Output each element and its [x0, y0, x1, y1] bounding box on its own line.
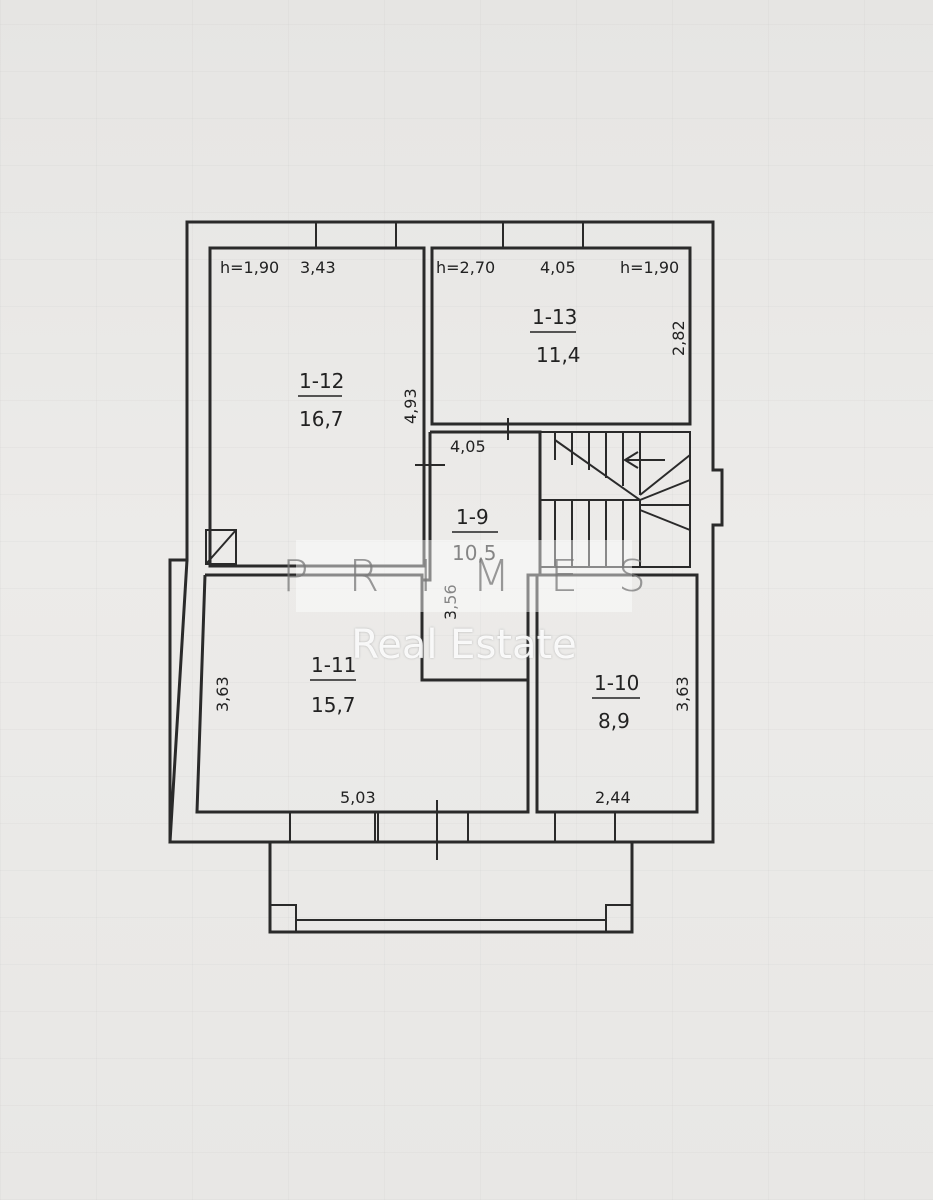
- svg-text:1-12: 1-12: [299, 369, 344, 393]
- stair-arrowhead: [623, 451, 639, 469]
- dim-h-mid: h=2,70: [436, 258, 495, 277]
- watermark-logo: PRIMES: [282, 540, 646, 612]
- dim-w-1-9: 4,05: [450, 437, 486, 456]
- door-bottom: [377, 811, 469, 843]
- window-bottom-right: [554, 811, 616, 843]
- balcony-post-left: [269, 904, 297, 933]
- dim-w-1-13: 4,05: [540, 258, 576, 277]
- room-1-10-outline: [535, 573, 699, 814]
- watermark-subtitle: Real Estate: [351, 622, 577, 668]
- stair-steps: [540, 432, 691, 567]
- dim-1-12-side: 4,93: [401, 388, 420, 424]
- dim-w-1-12: 3,43: [300, 258, 336, 277]
- svg-text:1-10: 1-10: [594, 671, 639, 695]
- svg-text:1-11: 1-11: [311, 653, 356, 677]
- balcony-post-right: [605, 904, 633, 933]
- svg-text:11,4: 11,4: [536, 343, 581, 367]
- chimney-diagonal: [205, 529, 237, 565]
- room-label-1-13: 1-13 11,4: [530, 305, 581, 367]
- dim-h-left: h=1,90: [220, 258, 279, 277]
- chimney: [205, 529, 237, 565]
- room-1-11-outline: [195, 573, 530, 814]
- window-top-right: [502, 221, 584, 249]
- room-label-1-9: 1-9 10,5: [452, 505, 498, 565]
- dim-1-11-side: 3,63: [213, 676, 232, 712]
- outer-wall-left: [168, 222, 189, 842]
- svg-text:10,5: 10,5: [452, 541, 497, 565]
- room-label-1-10: 1-10 8,9: [592, 671, 640, 733]
- window-top-left: [315, 221, 397, 249]
- svg-text:16,7: 16,7: [299, 407, 344, 431]
- dim-h-right: h=1,90: [620, 258, 679, 277]
- dim-1-13-side: 2,82: [669, 320, 688, 356]
- svg-text:15,7: 15,7: [311, 693, 356, 717]
- dim-w-1-10: 2,44: [595, 788, 631, 807]
- svg-text:1-9: 1-9: [456, 505, 489, 529]
- svg-text:1-13: 1-13: [532, 305, 577, 329]
- outer-wall: [168, 220, 724, 844]
- svg-text:8,9: 8,9: [598, 709, 630, 733]
- dim-w-1-11: 5,03: [340, 788, 376, 807]
- dim-1-9-side: 3,56: [441, 584, 460, 620]
- room-label-1-11: 1-11 15,7: [310, 653, 356, 717]
- room-label-1-12: 1-12 16,7: [298, 369, 344, 431]
- window-bottom-left: [289, 811, 376, 843]
- dim-1-10-side: 3,63: [673, 676, 692, 712]
- balcony: [268, 842, 634, 934]
